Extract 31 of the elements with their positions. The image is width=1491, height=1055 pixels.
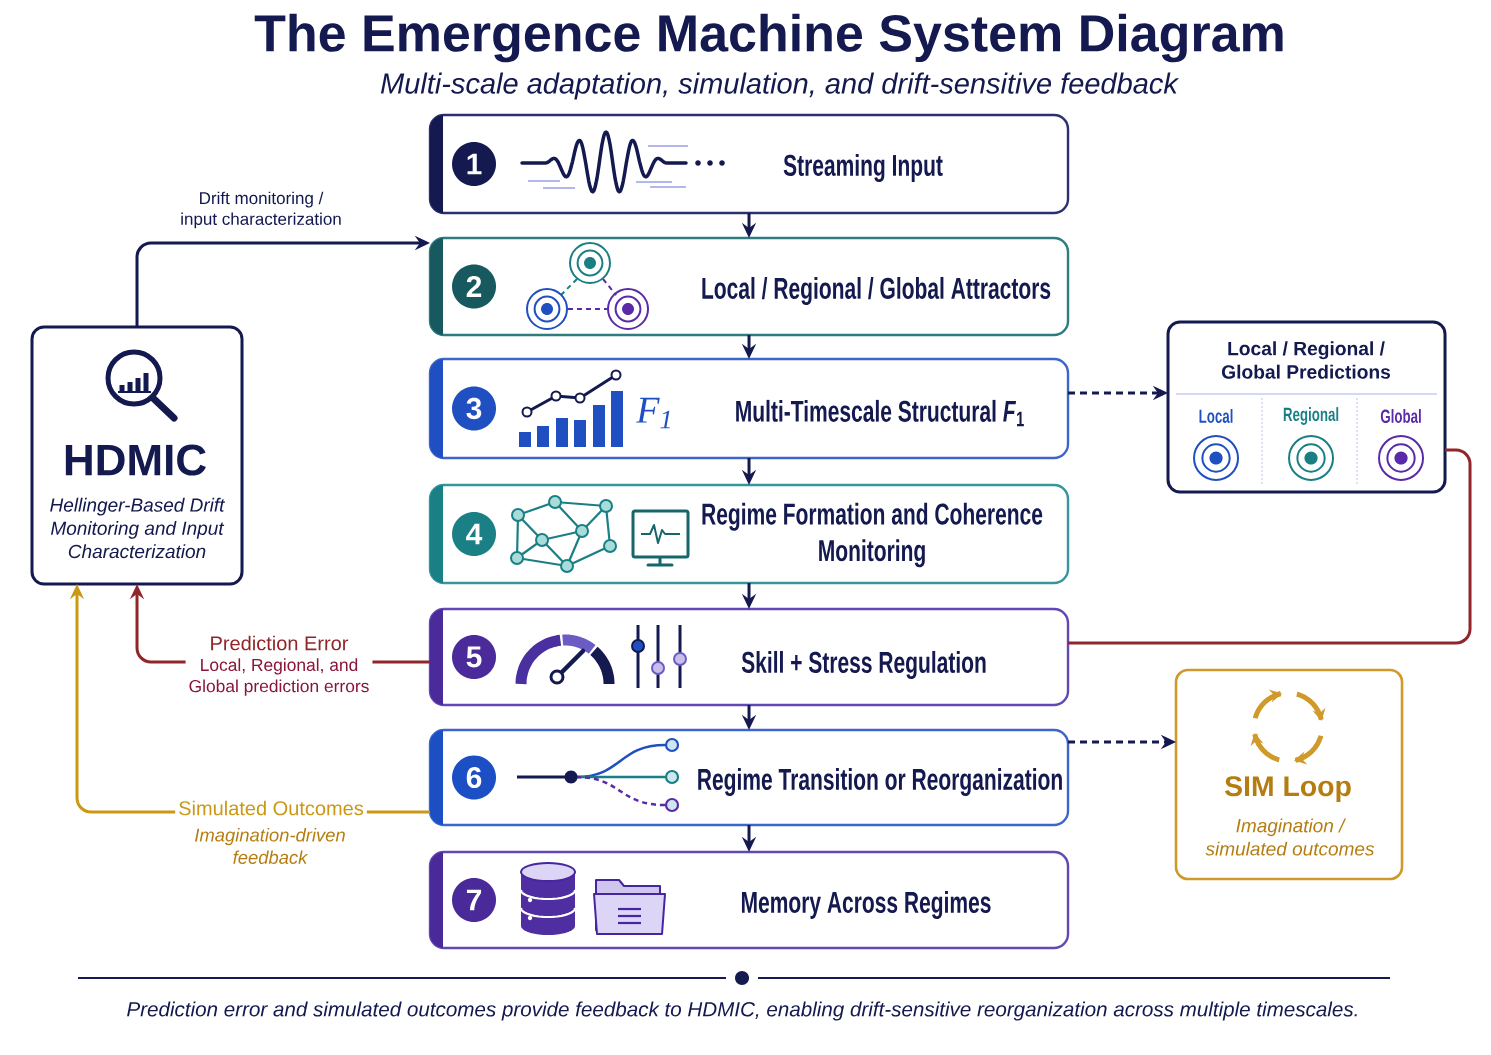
step-number: 1: [452, 142, 496, 186]
stage-title: Streaming Input: [783, 153, 943, 183]
step-number: 4: [452, 512, 496, 556]
column-label: Local: [1199, 409, 1233, 423]
column-label: Global: [1380, 409, 1421, 423]
step-number: 2: [452, 264, 496, 309]
caption: Prediction error and simulated outcomes provide feedback to HDMIC, enabling drift-sensitive reorganization across multiple timescales.: [127, 1001, 1357, 1021]
edge-label: Drift monitoring / input characterization: [177, 188, 345, 232]
panel-heading: HDMIC: [65, 444, 206, 476]
edge-label: Simulated Outcomes: [175, 797, 367, 819]
stage-title: Multi-Timescale Structural F$_{1}$: [736, 399, 1024, 427]
panel-heading: Local / Regional / Global Predictions: [1222, 341, 1391, 379]
stage-title: Regime Formation and Coherence Monitoring: [702, 502, 1043, 568]
annotation-text: Imagination-driven feedback: [191, 825, 349, 867]
title: The Emergence Machine System Diagram: [254, 13, 1283, 63]
formula-text: F$_{1}$: [636, 397, 670, 429]
step-number: 3: [452, 386, 496, 431]
annotation-text: Local, Regional, and Global prediction errors: [185, 655, 373, 699]
stage-title: Local / Regional / Global Attractors: [702, 276, 1051, 306]
panel-heading: SIM Loop: [1224, 776, 1351, 802]
column-label: Regional: [1283, 407, 1339, 425]
stage-title: Memory Across Regimes: [741, 890, 991, 920]
step-number: 7: [452, 878, 496, 922]
step-number: 5: [452, 635, 496, 679]
edge-label: Prediction Error: [206, 632, 352, 654]
step-number: 6: [452, 755, 496, 800]
panel-description: Hellinger-Based Drift Monitoring and Input Characterization: [50, 497, 226, 559]
subtitle: Multi-scale adaptation, simulation, and drift-sensitive feedback: [377, 69, 1181, 103]
stage-title: Regime Transition or Reorganization: [698, 767, 1062, 797]
panel-description: Imagination / simulated outcomes: [1205, 818, 1375, 856]
stage-title: Skill + Stress Regulation: [741, 650, 986, 680]
